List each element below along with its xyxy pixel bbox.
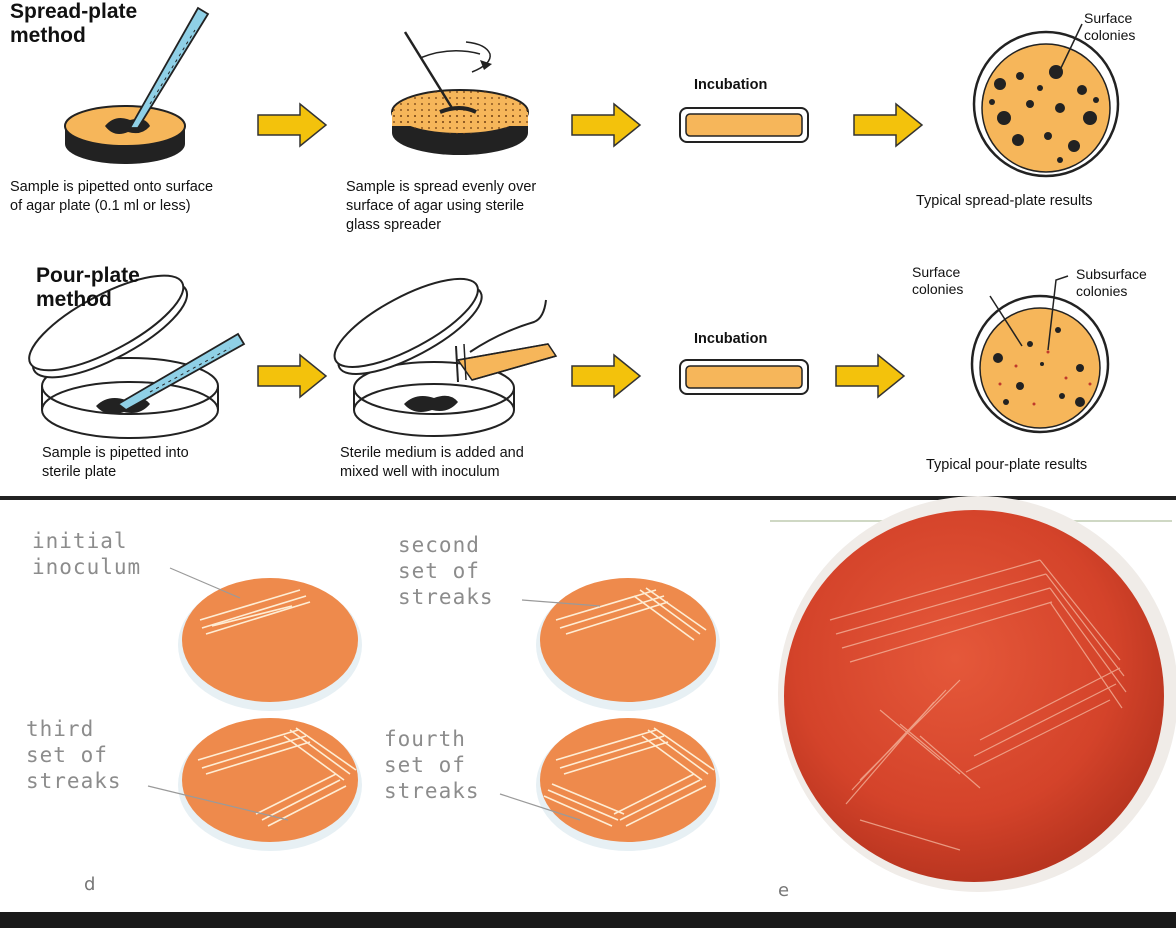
streak-plate-2 [536,578,720,711]
pour-subsurface-colonies-label: Subsurface colonies [1076,266,1147,300]
streak-plate-3 [178,718,362,851]
spread-step2-plate-illustration [392,90,528,155]
label-line: inoculum [32,554,141,580]
spread-heading: Spread-plate method [10,0,137,48]
pour-step1-caption: Sample is pipetted into sterile plate [42,444,189,482]
spread-step1-plate-illustration [65,106,185,164]
second-streaks-label: second set of streaks [398,532,494,610]
fourth-streaks-label: fourth set of streaks [384,726,480,804]
arrow-icon [258,104,326,146]
spread-result-plate-illustration [974,32,1118,176]
spread-heading-line2: method [10,24,137,48]
label-line: third [26,716,122,742]
label-line: streaks [398,584,494,610]
pour-incubation-label: Incubation [694,330,767,349]
spread-result-caption: Typical spread-plate results [916,192,1093,211]
arrow-icon [854,104,922,146]
caption-line: sterile plate [42,463,189,482]
incubation-plate-icon [680,108,808,142]
label-line: streaks [384,778,480,804]
initial-inoculum-label: initial inoculum [32,528,141,580]
pour-result-caption: Typical pour-plate results [926,456,1087,475]
caption-line: of agar plate (0.1 ml or less) [10,197,213,216]
pour-heading: Pour-plate method [36,264,140,312]
streak-plate-4 [536,718,720,851]
pour-heading-line1: Pour-plate [36,264,140,288]
caption-line: Sample is pipetted onto surface [10,178,213,197]
caption-line: colonies [1076,283,1147,300]
caption-line: Subsurface [1076,266,1147,283]
caption-line: Sterile medium is added and [340,444,524,463]
caption-line: colonies [912,281,963,298]
pour-heading-line2: method [36,288,140,312]
caption-line: surface of agar using sterile [346,197,536,216]
label-line: set of [384,752,480,778]
label-line: initial [32,528,141,554]
caption-line: glass spreader [346,216,536,235]
arrow-icon [836,355,904,397]
pipette-icon [130,8,208,128]
spread-incubation-label: Incubation [694,76,767,95]
label-line: second [398,532,494,558]
caption-line: Sample is spread evenly over [346,178,536,197]
spread-step2-caption: Sample is spread evenly over surface of … [346,178,536,235]
spread-heading-line1: Spread-plate [10,0,137,24]
third-streaks-label: third set of streaks [26,716,122,794]
label-line: set of [26,742,122,768]
label-line: set of [398,558,494,584]
label-line: streaks [26,768,122,794]
caption-line: colonies [1084,27,1135,44]
streak-plate-1 [178,578,362,711]
spread-step1-caption: Sample is pipetted onto surface of agar … [10,178,213,216]
arrow-icon [258,355,326,397]
label-line: fourth [384,726,480,752]
panel-d-label: d [84,874,95,895]
caption-line: Surface [912,264,963,281]
arrow-icon [572,104,640,146]
caption-line: mixed well with inoculum [340,463,524,482]
pour-step2-plate-illustration [323,262,514,436]
caption-line: Sample is pipetted into [42,444,189,463]
bottom-border [0,912,1176,928]
caption-line: Surface [1084,10,1135,27]
panel-e-label: e [778,880,789,901]
pour-surface-colonies-label: Surface colonies [912,264,963,298]
agar-plate-photo [778,496,1176,892]
incubation-plate-icon [680,360,808,394]
spread-surface-colonies-label: Surface colonies [1084,10,1135,44]
pour-step2-caption: Sterile medium is added and mixed well w… [340,444,524,482]
arrow-icon [572,355,640,397]
